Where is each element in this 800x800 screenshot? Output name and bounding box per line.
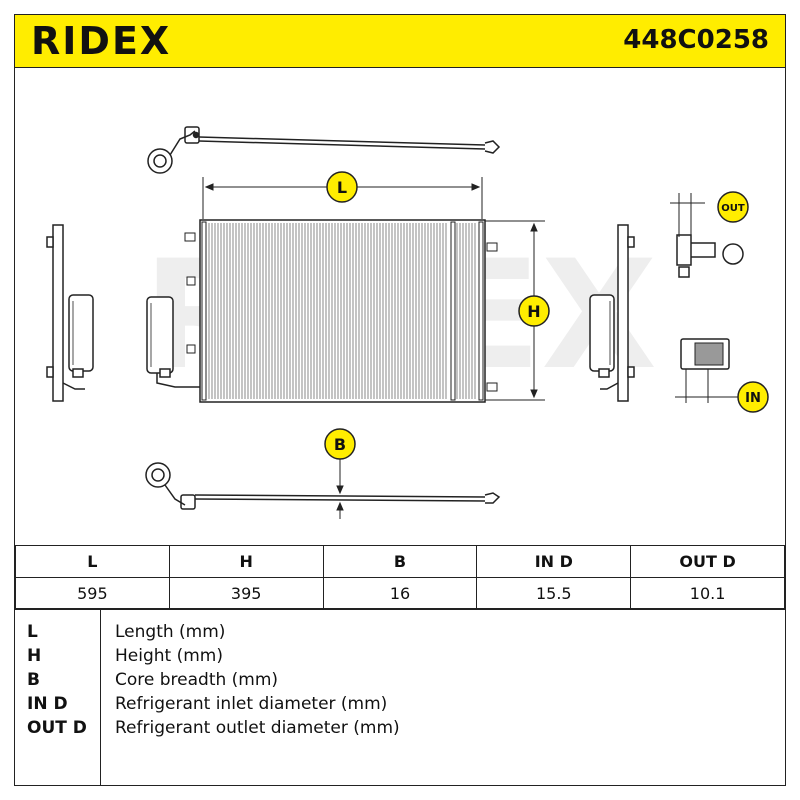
- legend-desc: Length (mm): [115, 622, 226, 642]
- legend-item: L Length (mm): [15, 622, 785, 646]
- spec-header-inlet: IN D: [476, 545, 632, 578]
- inlet-badge: IN: [737, 381, 769, 413]
- outlet-label: OUT: [721, 203, 745, 214]
- spec-value-row: 595 395 16 15.5 10.1: [15, 577, 785, 609]
- inlet-label: IN: [745, 391, 761, 406]
- spec-header-length: L: [15, 545, 170, 578]
- legend-desc: Core breadth (mm): [115, 670, 279, 690]
- breadth-label: B: [334, 435, 346, 454]
- breadth-badge: B: [324, 428, 356, 460]
- part-number: 448C0258: [623, 25, 769, 55]
- header-bar: RIDEX 448C0258: [15, 15, 785, 68]
- legend-key: OUT D: [27, 718, 87, 738]
- breadth-dimension: [336, 459, 344, 519]
- spec-value-height: 395: [168, 577, 324, 609]
- legend-key: IN D: [27, 694, 68, 714]
- left-side-view: [46, 224, 94, 402]
- legend-item: H Height (mm): [15, 646, 785, 670]
- spec-value-breadth: 16: [322, 577, 478, 609]
- condenser-drawing: RIDEX L: [46, 126, 769, 519]
- spec-header-outlet: OUT D: [630, 545, 785, 578]
- bottom-pipe: [145, 462, 501, 510]
- receiver-drier: [146, 296, 200, 388]
- spec-value-inlet: 15.5: [476, 577, 632, 609]
- right-side-view: [589, 224, 635, 402]
- spec-value-length: 595: [15, 577, 170, 609]
- legend-desc: Refrigerant outlet diameter (mm): [115, 718, 400, 738]
- brand-logo: RIDEX: [31, 19, 172, 63]
- legend-item: B Core breadth (mm): [15, 670, 785, 694]
- length-label: L: [337, 178, 347, 197]
- spec-header-row: L H B IN D OUT D: [15, 545, 785, 578]
- condenser-core: [184, 219, 498, 403]
- top-pipe: [147, 126, 501, 174]
- height-badge: H: [518, 295, 550, 327]
- product-sheet: RIDEX 448C0258 RIDEX: [14, 14, 786, 786]
- legend-key: H: [27, 646, 42, 666]
- outlet-fitting: [670, 193, 744, 278]
- spec-value-outlet: 10.1: [630, 577, 785, 609]
- legend-divider: [100, 610, 101, 786]
- legend-item: OUT D Refrigerant outlet diameter (mm): [15, 718, 785, 742]
- inlet-fitting: [675, 338, 740, 403]
- spec-header-height: H: [168, 545, 324, 578]
- spec-header-breadth: B: [322, 545, 478, 578]
- legend: L Length (mm) H Height (mm) B Core bread…: [15, 609, 785, 786]
- outlet-badge: OUT: [717, 191, 749, 223]
- legend-key: B: [27, 670, 40, 690]
- height-label: H: [527, 302, 540, 321]
- spec-table: L H B IN D OUT D 595 395 16 15.5 10.1: [15, 545, 785, 609]
- length-badge: L: [326, 171, 358, 203]
- legend-desc: Refrigerant inlet diameter (mm): [115, 694, 388, 714]
- legend-key: L: [27, 622, 38, 642]
- legend-desc: Height (mm): [115, 646, 223, 666]
- legend-item: IN D Refrigerant inlet diameter (mm): [15, 694, 785, 718]
- technical-drawing: RIDEX L: [15, 67, 785, 545]
